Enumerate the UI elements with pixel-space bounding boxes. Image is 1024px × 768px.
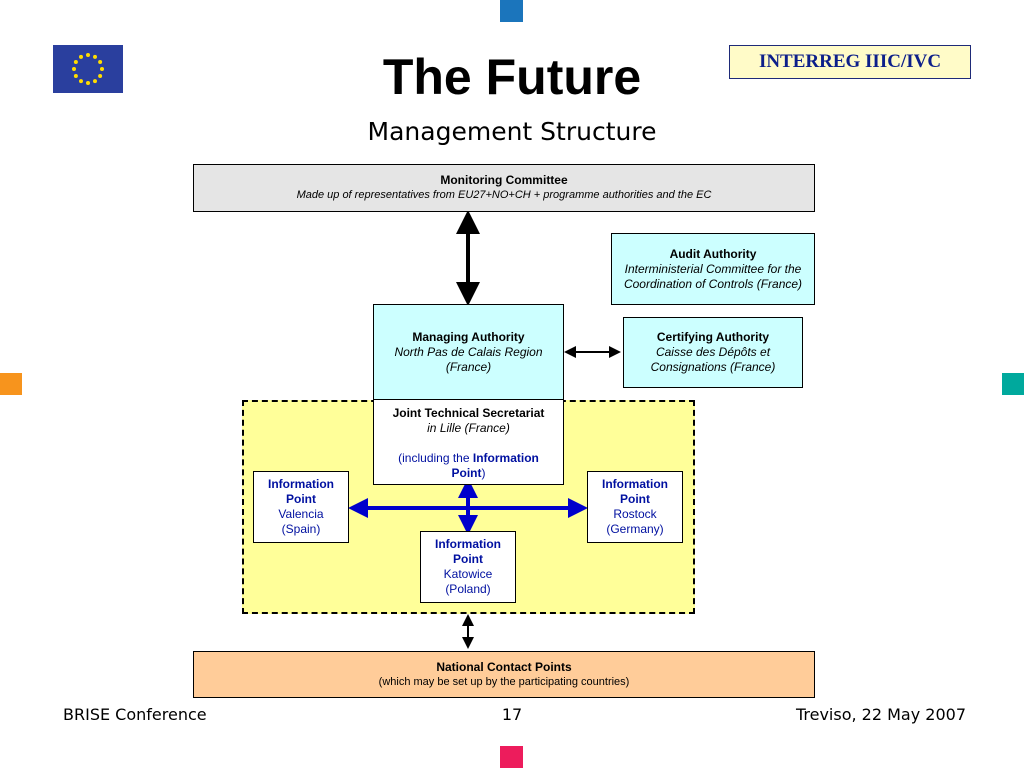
eu-flag-star — [73, 60, 78, 64]
information-point-katowice-box: Information Point Katowice (Poland) — [420, 531, 516, 603]
deco-square-bottom — [500, 746, 523, 768]
eu-flag-star — [86, 81, 90, 85]
certifying-authority-box: Certifying Authority Caisse des Dépôts e… — [623, 317, 803, 388]
eu-flag-star — [100, 67, 104, 71]
ip-katowice-city: Katowice — [443, 567, 493, 581]
monitoring-committee-box: Monitoring Committee Made up of represen… — [193, 164, 815, 212]
ip-valencia-title: Information Point — [268, 477, 334, 506]
footer-page-number: 17 — [501, 705, 523, 724]
ip-rostock-country: (Germany) — [606, 522, 664, 536]
information-point-rostock-box: Information Point Rostock (Germany) — [587, 471, 683, 543]
monitoring-committee-title: Monitoring Committee — [440, 173, 568, 187]
footer-date: Treviso, 22 May 2007 — [795, 705, 966, 724]
page-subtitle: Management Structure — [367, 117, 657, 146]
eu-flag-star — [93, 79, 97, 84]
managing-authority-box: Managing Authority North Pas de Calais R… — [373, 304, 564, 400]
eu-flag-star — [72, 67, 76, 71]
ncp-text: (which may be set up by the participatin… — [378, 675, 630, 688]
deco-square-left — [0, 373, 22, 395]
eu-flag-star — [93, 54, 97, 59]
footer-conference: BRISE Conference — [63, 705, 207, 724]
information-point-valencia-box: Information Point Valencia (Spain) — [253, 471, 349, 543]
managing-authority-text: North Pas de Calais Region (France) — [394, 344, 543, 374]
eu-flag-star — [79, 79, 83, 84]
ip-katowice-country: (Poland) — [445, 582, 491, 596]
deco-square-top — [500, 0, 523, 22]
audit-authority-title: Audit Authority — [669, 246, 757, 261]
eu-flag-star — [98, 74, 103, 78]
eu-flag-star — [86, 53, 90, 57]
audit-authority-box: Audit Authority Interministerial Committ… — [611, 233, 815, 305]
ip-valencia-city: Valencia — [278, 507, 324, 521]
page-title: The Future — [382, 49, 642, 105]
programme-badge: INTERREG IIIC/IVC — [729, 45, 971, 79]
certifying-authority-text: Caisse des Dépôts et Consignations (Fran… — [650, 345, 776, 374]
jts-text: in Lille (France) — [427, 421, 510, 435]
monitoring-committee-text: Made up of representatives from EU27+NO+… — [296, 189, 712, 201]
jts-including-note: (including the Information Point) — [398, 451, 539, 480]
deco-square-right — [1002, 373, 1024, 395]
national-contact-points-box: National Contact Points (which may be se… — [193, 651, 815, 698]
jts-title: Joint Technical Secretariat — [392, 406, 545, 420]
audit-authority-text: Interministerial Committee for the Coord… — [623, 261, 803, 291]
eu-flag-star — [98, 60, 103, 64]
eu-flag-star — [73, 74, 78, 78]
ncp-title: National Contact Points — [436, 659, 572, 674]
ip-rostock-title: Information Point — [602, 477, 668, 506]
joint-technical-secretariat-box: Joint Technical Secretariat in Lille (Fr… — [373, 399, 564, 485]
managing-authority-title: Managing Authority — [412, 329, 525, 344]
eu-flag-star — [79, 54, 83, 59]
ip-rostock-city: Rostock — [613, 507, 657, 521]
eu-flag-icon — [53, 45, 123, 93]
ip-katowice-title: Information Point — [435, 537, 501, 566]
certifying-authority-title: Certifying Authority — [656, 330, 770, 344]
ip-valencia-country: (Spain) — [281, 522, 321, 536]
